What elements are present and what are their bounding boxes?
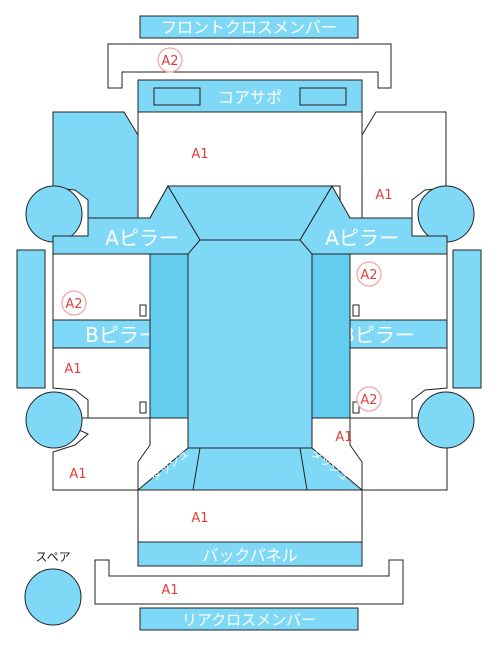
core-support-left-opening (153, 87, 201, 106)
spare-tire (24, 568, 82, 626)
right-front-fender (361, 111, 447, 219)
back-panel-label: バックパネル (202, 546, 297, 565)
left-a-pillar-label: Aピラー (105, 226, 179, 250)
left-side-sill (16, 249, 46, 389)
left-front-door-damage-ring (61, 290, 87, 316)
left-rear-door-damage: A1 (64, 362, 81, 377)
rear-reinforcement-damage: A1 (161, 583, 178, 598)
rear-cross-member (139, 607, 359, 631)
right-rear-quarter-damage: A1 (335, 430, 352, 445)
front-cross-member-label: フロントクロスメンバー (161, 18, 337, 37)
back-panel (137, 541, 363, 567)
left-rear-door-mark (139, 401, 147, 414)
rear-reinforcement (94, 559, 404, 605)
right-front-door-mark (352, 304, 360, 317)
front-cross-member (139, 15, 359, 39)
front-reinforcement-damage-ring (157, 47, 183, 73)
right-front-fender-damage: A1 (375, 188, 392, 203)
right-front-door-damage-ring (356, 261, 382, 287)
right-rear-door-damage-ring (356, 386, 382, 412)
left-front-door-damage: A2 (65, 297, 82, 312)
left-rear-quarter-damage: A1 (69, 467, 86, 482)
right-b-pillar-label: Bピラー (341, 323, 415, 347)
right-side-sill (452, 249, 482, 389)
right-a-pillar-label: Aピラー (325, 226, 399, 250)
rear-cross-member-label: リアクロスメンバー (182, 611, 316, 629)
right-rear-wheel (417, 391, 475, 449)
front-reinforcement-damage: A2 (161, 54, 178, 69)
right-front-wheel (417, 185, 475, 243)
rear-floor-divider-right (299, 447, 308, 491)
right-rear-door-mark (352, 401, 360, 414)
trunk-area-damage: A1 (191, 511, 208, 526)
right-inner-pillar (311, 253, 351, 419)
left-rear-wheel (25, 391, 83, 449)
right-rear-door-damage: A2 (360, 393, 377, 408)
left-b-pillar-label: Bピラー (85, 323, 159, 347)
trunk-area (137, 489, 363, 543)
left-front-wheel (25, 185, 83, 243)
right-front-door-damage: A2 (360, 268, 377, 283)
left-rear-quarter (52, 417, 151, 491)
core-support-label: コアサポ (218, 88, 282, 107)
left-inner-pillar (149, 253, 189, 419)
left-front-door-mark (139, 304, 147, 317)
spare-label: スペア (35, 550, 70, 564)
rear-floor-divider-left (192, 447, 201, 491)
engine-bay-damage: A1 (191, 147, 208, 162)
core-support-right-opening (299, 87, 347, 106)
roof (187, 239, 313, 449)
